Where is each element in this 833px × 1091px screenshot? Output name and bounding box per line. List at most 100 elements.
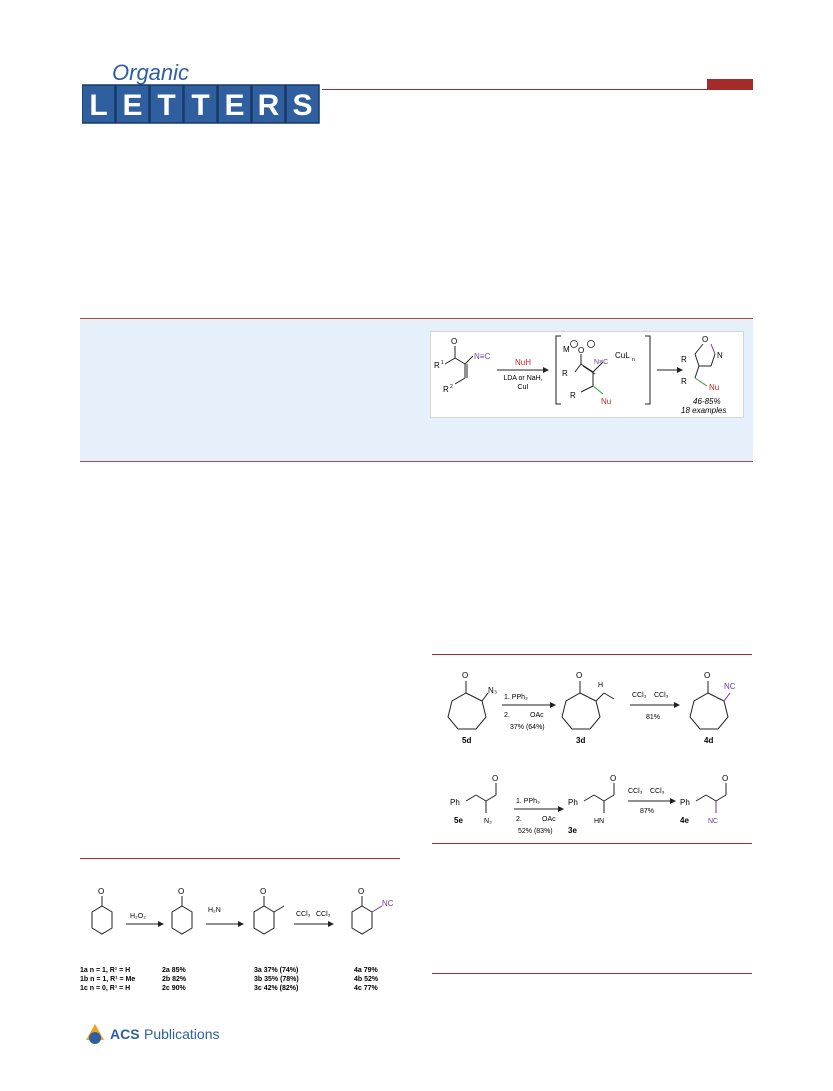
toc-r2: R: [443, 385, 449, 394]
label-5e: 5e: [454, 816, 463, 825]
toc-o: O: [451, 337, 457, 346]
step2-2: 2.: [516, 816, 522, 823]
toc-product-nu: Nu: [709, 383, 719, 392]
scheme-1-top-rule: [80, 858, 400, 859]
toc-product-r2: R: [681, 377, 687, 386]
oac-2: OAc: [542, 816, 556, 823]
label-4e: 4e: [680, 816, 689, 825]
yield-4e: 87%: [640, 808, 654, 815]
5e-n3: N₃: [484, 818, 492, 825]
5e-o: O: [492, 774, 498, 783]
logo-letter: R: [258, 89, 280, 122]
pph3-2: 1. PPh₃: [516, 798, 540, 805]
row-4a: 4a 79%: [354, 967, 379, 974]
toc-graphic: O R 1 R 2 N≡C NuH LDA or NaH, CuI M O R …: [430, 331, 744, 418]
logo-script: Organic: [112, 60, 189, 85]
right-column-bottom-rule: [432, 973, 752, 974]
header-rule: [322, 89, 752, 90]
ccl3-1: CCl₃: [296, 911, 311, 918]
ccl3-e2: CCl₃: [650, 788, 665, 795]
row-3a: 3a 37% (74%): [254, 967, 298, 974]
1-o: O: [98, 887, 104, 896]
row-1b-sm: 1b n = 1, R¹ = Me: [80, 976, 135, 983]
toc-reagent-cu: CuI: [518, 384, 529, 391]
logo-letter: L: [89, 89, 107, 122]
yield-4d: 81%: [646, 714, 660, 721]
label-5d: 5d: [462, 736, 471, 745]
toc-r1: R: [434, 361, 440, 370]
4d-nc: NC: [724, 682, 736, 691]
step2-1: 2.: [504, 712, 510, 719]
header-tab: [707, 79, 753, 90]
reagent-h2n: H₂N: [208, 907, 221, 914]
4e-ph: Ph: [680, 798, 690, 807]
logo-letter: E: [224, 89, 244, 122]
3d-nh: H: [598, 682, 603, 689]
row-4b: 4b 52%: [354, 976, 379, 983]
toc-r1-sup: 1: [441, 360, 444, 366]
3-o: O: [260, 887, 266, 896]
5d-n3: N₃: [488, 686, 497, 695]
publisher-light: Publications: [144, 1026, 220, 1042]
4-o: O: [358, 887, 364, 896]
toc-reagent-base: LDA or NaH,: [503, 375, 542, 382]
toc-reagent-nu: NuH: [515, 358, 531, 367]
5e-ph: Ph: [450, 798, 460, 807]
scheme-2-bottom-rule: [432, 843, 752, 844]
publisher-bold: ACS: [110, 1026, 140, 1042]
3e-hn: HN: [594, 818, 604, 825]
pph3-1: 1. PPh₃: [504, 694, 528, 701]
oac-1: OAc: [530, 712, 544, 719]
row-2a: 2a 85%: [162, 967, 187, 974]
ccl3-d1: CCl₃: [632, 692, 647, 699]
3e-ph: Ph: [568, 798, 578, 807]
4e-nc: NC: [708, 818, 718, 825]
3d-o: O: [576, 671, 582, 680]
row-2b: 2b 82%: [162, 976, 187, 983]
scheme-1: O H₂O₂ O H₂N O CCl₃ CCl₃ O NC 1a n = 1, …: [80, 887, 394, 992]
4e-o: O: [722, 774, 728, 783]
5d-o: O: [462, 671, 468, 680]
logo-letter: E: [122, 89, 142, 122]
ccl3-d2: CCl₃: [654, 692, 669, 699]
scheme-2-top-rule: [432, 654, 752, 655]
acs-publications-logo: ACS Publications: [86, 1024, 220, 1044]
row-3c: 3c 42% (82%): [254, 985, 298, 992]
toc-intermediate-o: O: [578, 346, 584, 355]
toc-r2-sup: 2: [450, 384, 453, 390]
toc-cul-sub: n: [632, 357, 635, 363]
toc-examples: 18 examples: [681, 406, 726, 415]
4-nc: NC: [382, 899, 394, 908]
yield-5e: 52% (83%): [518, 828, 553, 835]
toc-intermediate-r1: R: [562, 369, 568, 378]
row-1c-sm: 1c n = 0, R¹ = H: [80, 985, 130, 992]
journal-logo: Organic L E T T E R S: [82, 60, 320, 124]
row-4c: 4c 77%: [354, 985, 379, 992]
ccl3-2: CCl₃: [316, 911, 331, 918]
ccl3-e1: CCl₃: [628, 788, 643, 795]
label-4d: 4d: [704, 736, 713, 745]
logo-letter: T: [191, 89, 209, 122]
label-3d: 3d: [576, 736, 585, 745]
toc-intermediate-r2: R: [570, 391, 576, 400]
yield-5d: 37% (64%): [510, 724, 545, 731]
4d-o: O: [704, 671, 710, 680]
toc-yield-range: 46-85%: [693, 397, 721, 406]
3e-o: O: [610, 774, 616, 783]
label-3e: 3e: [568, 826, 577, 835]
toc-metal: M: [563, 345, 570, 354]
toc-product-r1: R: [681, 355, 687, 364]
toc-isocyanide: N≡C: [474, 352, 490, 361]
row-2c: 2c 90%: [162, 985, 187, 992]
logo-letter: T: [157, 89, 175, 122]
logo-letter: S: [292, 89, 312, 122]
toc-intermediate-isocyanide: N≡C: [594, 359, 608, 366]
toc-oxazole-o: O: [702, 335, 708, 344]
scheme-2: O N₃ 5d 1. PPh₃ 2. OAc 37% (64%) O H 3d …: [447, 671, 736, 835]
row-1a-sm: 1a n = 1, R¹ = H: [80, 967, 130, 974]
toc-intermediate-nu: Nu: [601, 397, 611, 406]
reagent-h2o2: H₂O₂: [130, 913, 146, 920]
toc-cul: CuL: [615, 351, 630, 360]
2-o: O: [178, 887, 184, 896]
logo-letter-boxes: [82, 84, 320, 124]
